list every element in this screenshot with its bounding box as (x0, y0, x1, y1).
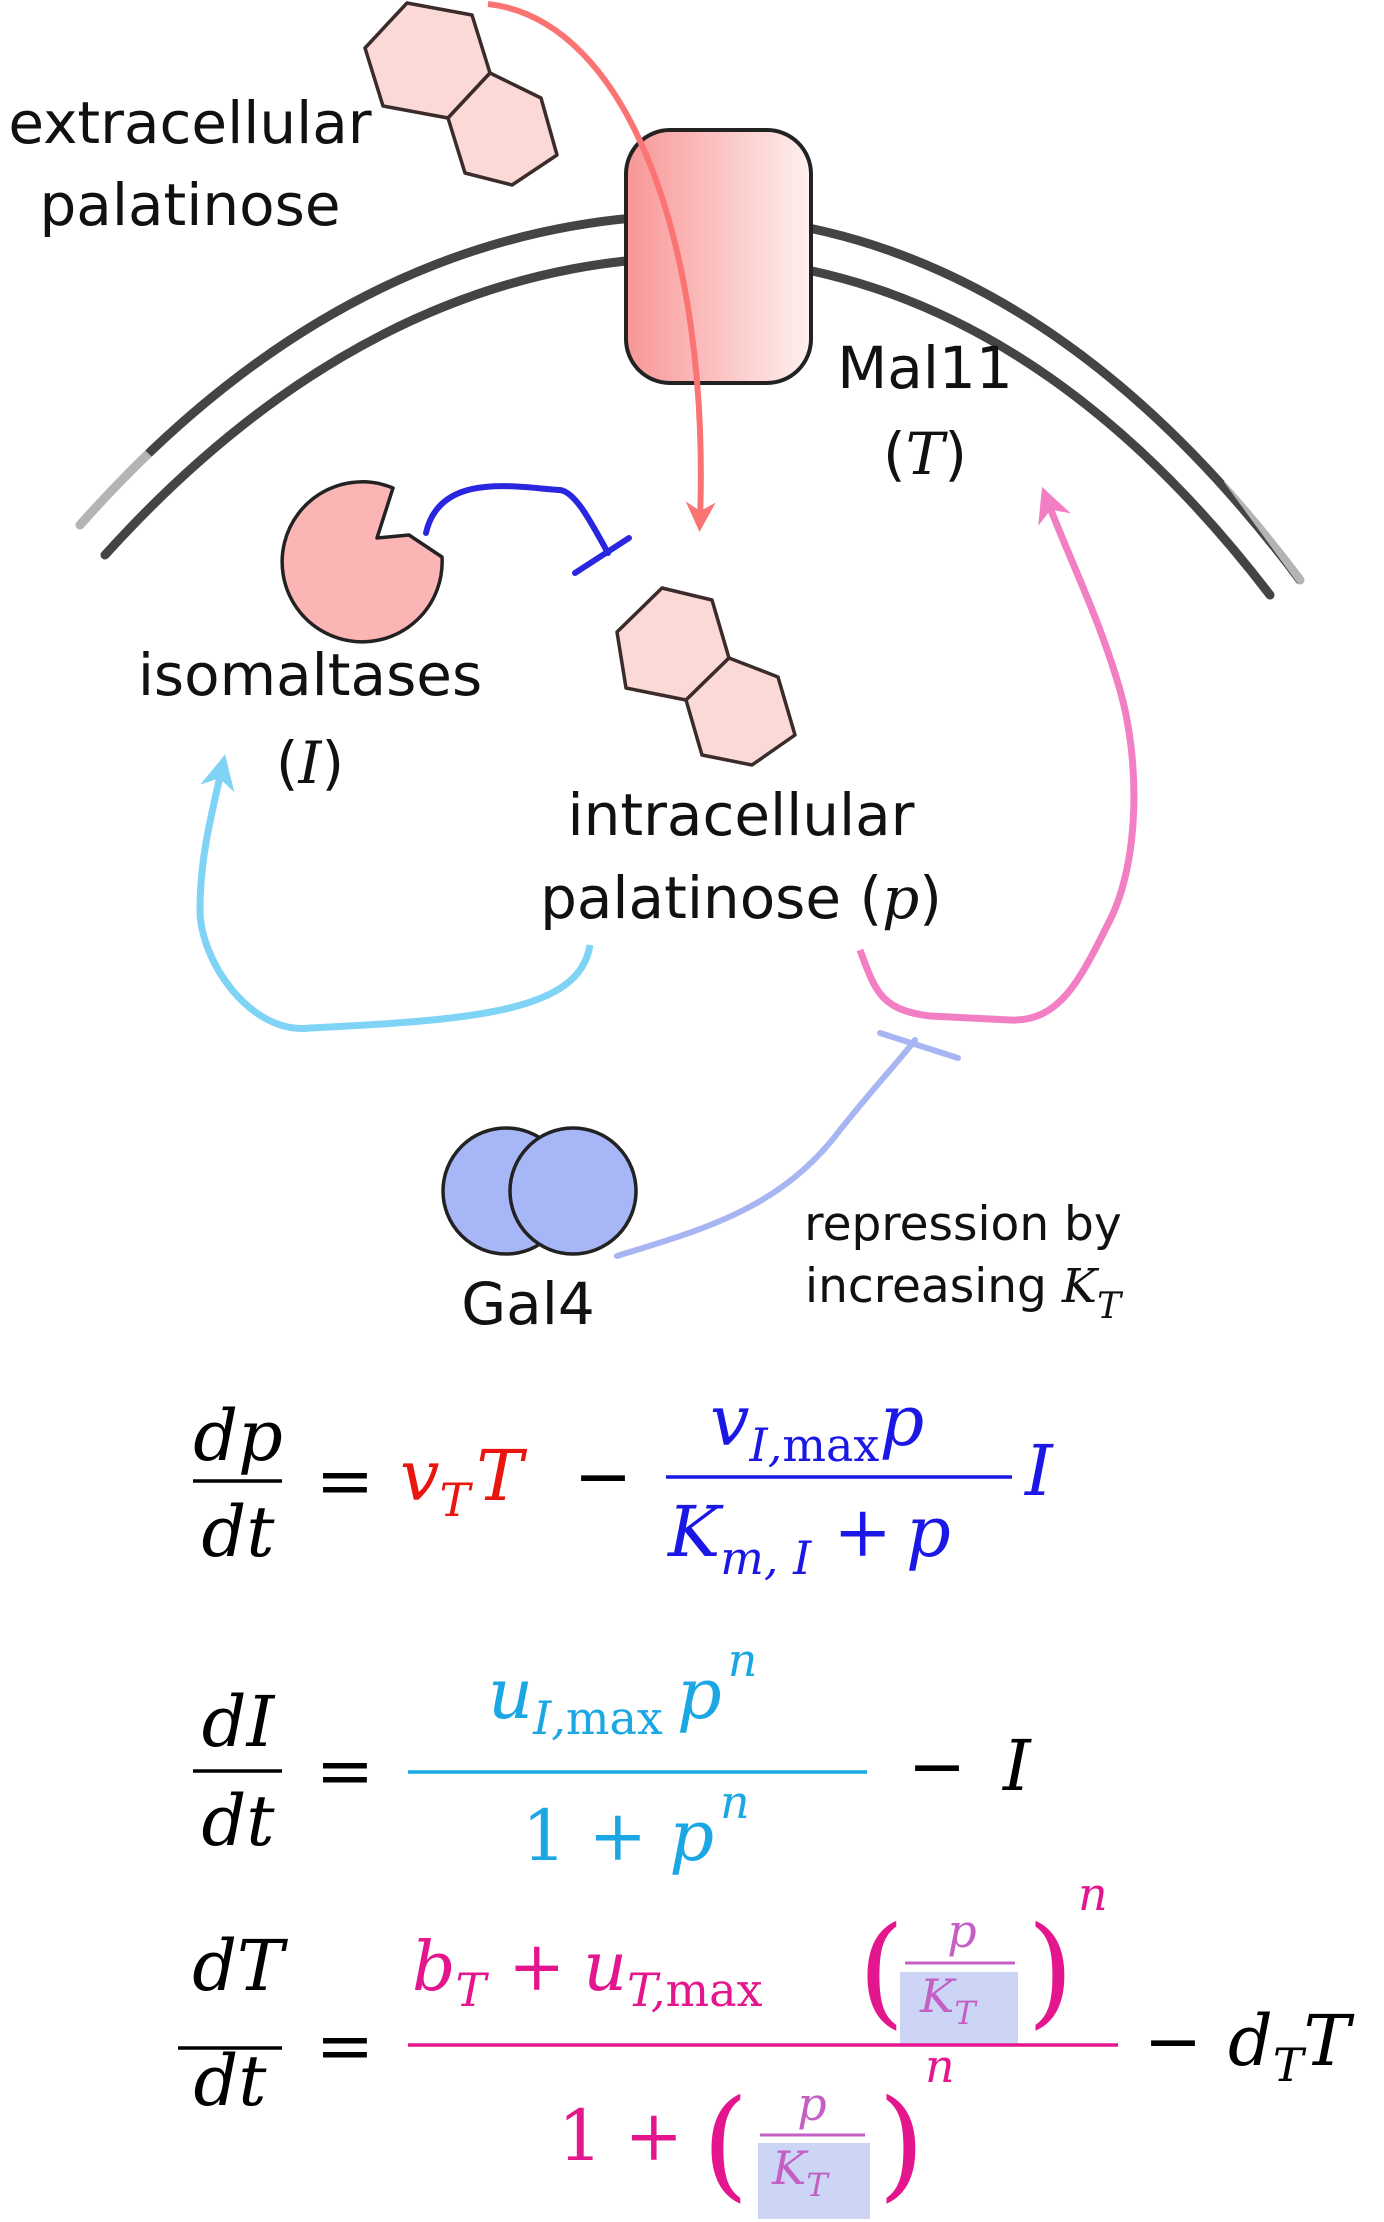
svg-text:): ) (1027, 1902, 1074, 2041)
svg-text:Km, I+p: Km, I+p (666, 1491, 951, 1585)
hexagon-molecule-icon (615, 586, 797, 767)
activation-arrow-transporter (856, 486, 1138, 1024)
svg-text:dp: dp (193, 1395, 283, 1477)
equation-dp-dt: dp dt = vTT − vI,maxp Km, I+p I (193, 1380, 1054, 1585)
svg-text:n: n (1078, 1867, 1108, 1921)
svg-text:dI: dI (202, 1681, 276, 1763)
gal4-dimer-icon (441, 1126, 638, 1256)
svg-text:dTT: dTT (1228, 2000, 1355, 2092)
extracellular-label: extracellular (8, 89, 371, 157)
svg-text:vTT: vTT (400, 1435, 527, 1527)
transporter-symbol: T (906, 420, 949, 488)
svg-text:1+: 1+ (558, 2095, 683, 2177)
svg-text:KT: KT (919, 1969, 978, 2032)
equation-dT-dt: dT dt = bT+uT,max ( p KT ) n 1+ ( p KT )… (178, 1867, 1355, 2219)
svg-text:): ) (878, 2075, 925, 2214)
svg-text:p: p (947, 1904, 976, 1958)
svg-text:I: I (1023, 1430, 1054, 1512)
svg-text:dT: dT (192, 1925, 288, 2007)
gal4-label: Gal4 (461, 1270, 595, 1338)
svg-text:(: ( (858, 1902, 905, 2041)
transporter-icon (624, 128, 813, 385)
svg-text:(: ( (702, 2075, 749, 2214)
intracellular-label: intracellular (567, 781, 914, 849)
repression-line (614, 1030, 961, 1259)
isomaltase-name: isomaltases (138, 641, 482, 709)
intracellular-label-line2: palatinose (p) (540, 864, 942, 932)
svg-text:n: n (925, 2039, 955, 2093)
svg-text:=: = (316, 1440, 375, 1522)
intracellular-symbol: p (882, 864, 919, 932)
hexagon-molecule-icon (363, 1, 559, 187)
svg-text:vI,maxp: vI,maxp (710, 1380, 924, 1472)
isomaltase-symbol: I (298, 729, 323, 797)
extracellular-label-line2: palatinose (39, 171, 340, 239)
svg-text:bT+uT,max: bT+uT,max (412, 1928, 763, 2017)
repression-label-line2: increasing KT (805, 1259, 1124, 1327)
svg-text:p: p (797, 2077, 826, 2131)
svg-text:−: − (908, 1725, 967, 1807)
svg-text:=: = (316, 2005, 375, 2087)
repression-label: repression by (804, 1197, 1121, 1252)
svg-text:I: I (1001, 1725, 1032, 1807)
svg-text:=: = (316, 1730, 375, 1812)
activation-arrow-isomaltase (196, 754, 594, 1032)
enzyme-pacman-icon (280, 480, 444, 644)
svg-text:−: − (1144, 2000, 1203, 2082)
svg-text:dt: dt (194, 2040, 268, 2122)
isomaltase-symbol-label: (I) (276, 729, 344, 797)
transporter-name: Mal11 (837, 334, 1013, 402)
transporter-symbol-label: (T) (883, 420, 967, 488)
svg-text:KT: KT (771, 2141, 830, 2204)
svg-text:dt: dt (202, 1491, 276, 1573)
svg-text:1+pn: 1+pn (522, 1775, 750, 1877)
svg-text:−: − (574, 1435, 633, 1517)
transport-arrow (487, 1, 716, 532)
svg-text:dt: dt (202, 1780, 276, 1862)
inhibition-of-isomaltase (423, 483, 632, 576)
